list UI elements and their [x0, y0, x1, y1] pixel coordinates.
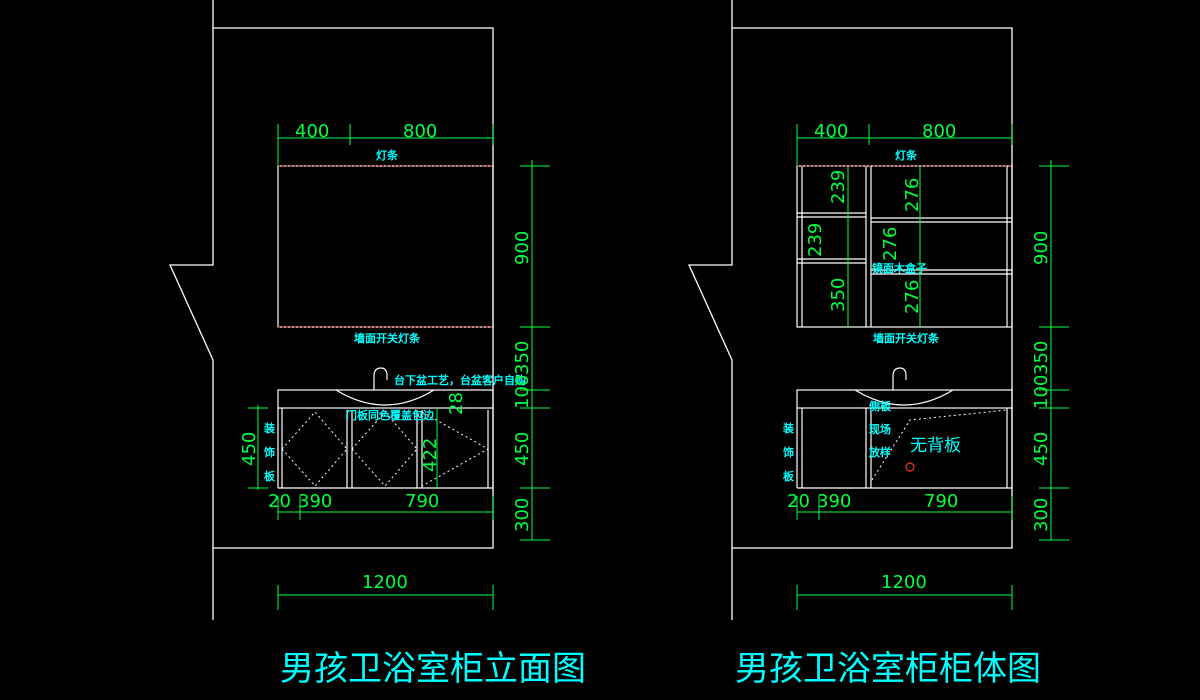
- undermount-basin-note: 台下盆工艺，台盆客户自购: [394, 373, 526, 387]
- svg-text:400: 400: [295, 121, 329, 142]
- vanity-carcass: [796, 367, 1013, 489]
- svg-text:板: 板: [783, 469, 795, 483]
- svg-text:100: 100: [512, 375, 533, 409]
- svg-text:276: 276: [902, 178, 923, 212]
- wall-switch-light-label: 墙面开关灯条: [354, 331, 421, 345]
- svg-text:装: 装: [782, 421, 794, 435]
- left-height-dimension: 450: [239, 405, 268, 490]
- bottom-dimensions: 20 390 790 1200: [268, 491, 494, 610]
- svg-text:装: 装: [263, 421, 275, 435]
- light-strip-label: 灯条: [895, 148, 918, 162]
- svg-text:450: 450: [1031, 432, 1052, 466]
- vanity-cabinet: [277, 367, 494, 489]
- elevation-drawing: 灯条 墙面开关灯条 台下盆工艺，台盆客户自购 门板同色覆盖包边 装 饰 板: [168, 0, 586, 689]
- svg-text:422: 422: [420, 438, 441, 472]
- svg-text:1200: 1200: [362, 572, 408, 593]
- svg-text:侧板: 侧板: [869, 399, 892, 413]
- svg-text:276: 276: [902, 280, 923, 314]
- svg-text:350: 350: [512, 341, 533, 375]
- svg-text:400: 400: [814, 121, 848, 142]
- mirror-cabinet: [277, 165, 494, 328]
- svg-text:450: 450: [512, 432, 533, 466]
- svg-text:800: 800: [403, 121, 437, 142]
- carcass-title: 男孩卫浴室柜柜体图: [735, 649, 1041, 689]
- mirror-box-cabinet: [796, 165, 1013, 328]
- no-back-panel-note: 无背板: [910, 436, 961, 456]
- svg-text:350: 350: [1031, 341, 1052, 375]
- decor-panel-label: 装 饰 板: [782, 421, 795, 483]
- svg-text:790: 790: [924, 491, 958, 512]
- light-strip-label: 灯条: [376, 148, 399, 162]
- svg-text:20: 20: [787, 491, 810, 512]
- svg-text:100: 100: [1031, 375, 1052, 409]
- faucet-icon: [373, 367, 388, 390]
- svg-text:800: 800: [922, 121, 956, 142]
- carcass-drawing: 灯条 墙面开关灯条 镜面木盒子 239 239 350 276 276 276: [687, 0, 1069, 689]
- svg-text:390: 390: [298, 491, 332, 512]
- svg-text:450: 450: [239, 432, 260, 466]
- vertical-dimensions: 900 350 100 450 300: [512, 160, 550, 541]
- svg-text:饰: 饰: [264, 445, 275, 459]
- bottom-dimensions: 20 390 790 1200: [787, 491, 1013, 610]
- side-panel-note: 侧板 现场 放样: [868, 399, 892, 459]
- door-edge-note: 门板同色覆盖包边: [346, 408, 435, 422]
- wall-switch-light-label: 墙面开关灯条: [873, 331, 940, 345]
- svg-text:239: 239: [828, 170, 849, 204]
- svg-text:放样: 放样: [868, 445, 891, 459]
- svg-text:276: 276: [880, 227, 901, 261]
- svg-text:900: 900: [512, 231, 533, 265]
- svg-text:390: 390: [817, 491, 851, 512]
- door-dimensions: 422 28: [420, 392, 467, 488]
- svg-text:28: 28: [446, 392, 467, 415]
- top-dimensions: 400 800: [796, 121, 1013, 166]
- svg-text:350: 350: [828, 278, 849, 312]
- svg-text:板: 板: [264, 469, 276, 483]
- svg-text:900: 900: [1031, 231, 1052, 265]
- shelf-dimensions: 239 239 350 276 276 276: [805, 166, 923, 327]
- top-dimensions: 400 800: [277, 121, 494, 166]
- drain-marker: [905, 462, 915, 472]
- svg-text:20: 20: [268, 491, 291, 512]
- wall-outline: [687, 0, 1013, 620]
- mirror-box-label: 镜面木盒子: [872, 261, 927, 275]
- wall-outline: [168, 0, 494, 620]
- elevation-title: 男孩卫浴室柜立面图: [280, 649, 586, 689]
- svg-text:790: 790: [405, 491, 439, 512]
- decor-panel-label: 装 饰 板: [263, 421, 276, 483]
- faucet-icon: [892, 367, 907, 390]
- svg-text:300: 300: [512, 498, 533, 532]
- svg-text:1200: 1200: [881, 572, 927, 593]
- svg-text:300: 300: [1031, 498, 1052, 532]
- svg-text:饰: 饰: [783, 445, 794, 459]
- vertical-dimensions: 900 350 100 450 300: [1031, 160, 1069, 541]
- svg-text:现场: 现场: [869, 422, 891, 436]
- svg-text:239: 239: [805, 223, 826, 257]
